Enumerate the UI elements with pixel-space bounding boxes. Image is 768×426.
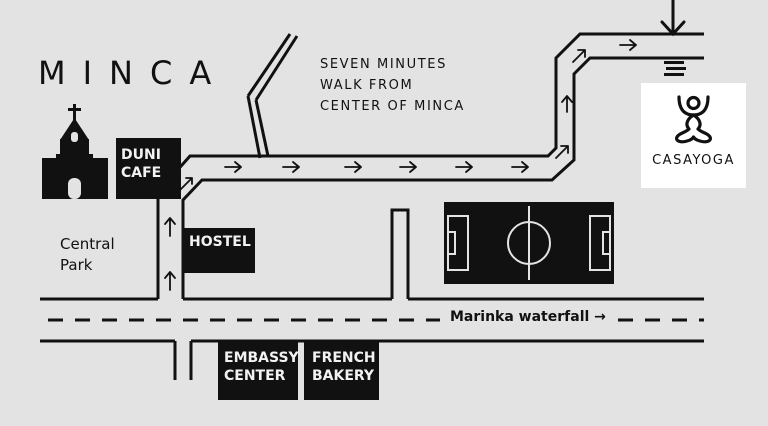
side-street-south [173,341,193,380]
down-arrow-icon [660,0,686,37]
diagonal-path [246,33,299,159]
walk-time-note: SEVEN MINUTES WALK FROM CENTER OF MINCA [320,54,465,117]
embassy-center-block: EMBASSY CENTER [218,342,299,400]
french-bakery-block: FRENCH BAKERY [304,342,379,400]
route-arrow-icon [164,39,637,291]
church-icon [42,104,108,199]
hostel-block: HOSTEL [182,228,255,273]
soccer-field-icon [444,202,614,284]
road-name: Marinka waterfall [450,309,590,325]
yoga-figure-icon [675,95,712,144]
walk-time-line: CENTER OF MINCA [320,99,465,114]
steps-icon [664,61,686,76]
road-arrow-icon: → [594,309,606,325]
casayoga-name: CASAYOGA [652,153,735,168]
duni-cafe-block: DUNI CAFE [116,138,181,199]
road-label: Marinka waterfall → [446,309,610,325]
walk-time-line: WALK FROM [320,78,414,93]
town-title: MINCA [38,54,229,92]
casayoga-logo: CASAYOGA [641,83,746,188]
walk-time-line: SEVEN MINUTES [320,57,447,72]
side-street-north [390,208,410,299]
main-road [40,297,704,343]
central-park-label: Central Park [60,235,115,274]
